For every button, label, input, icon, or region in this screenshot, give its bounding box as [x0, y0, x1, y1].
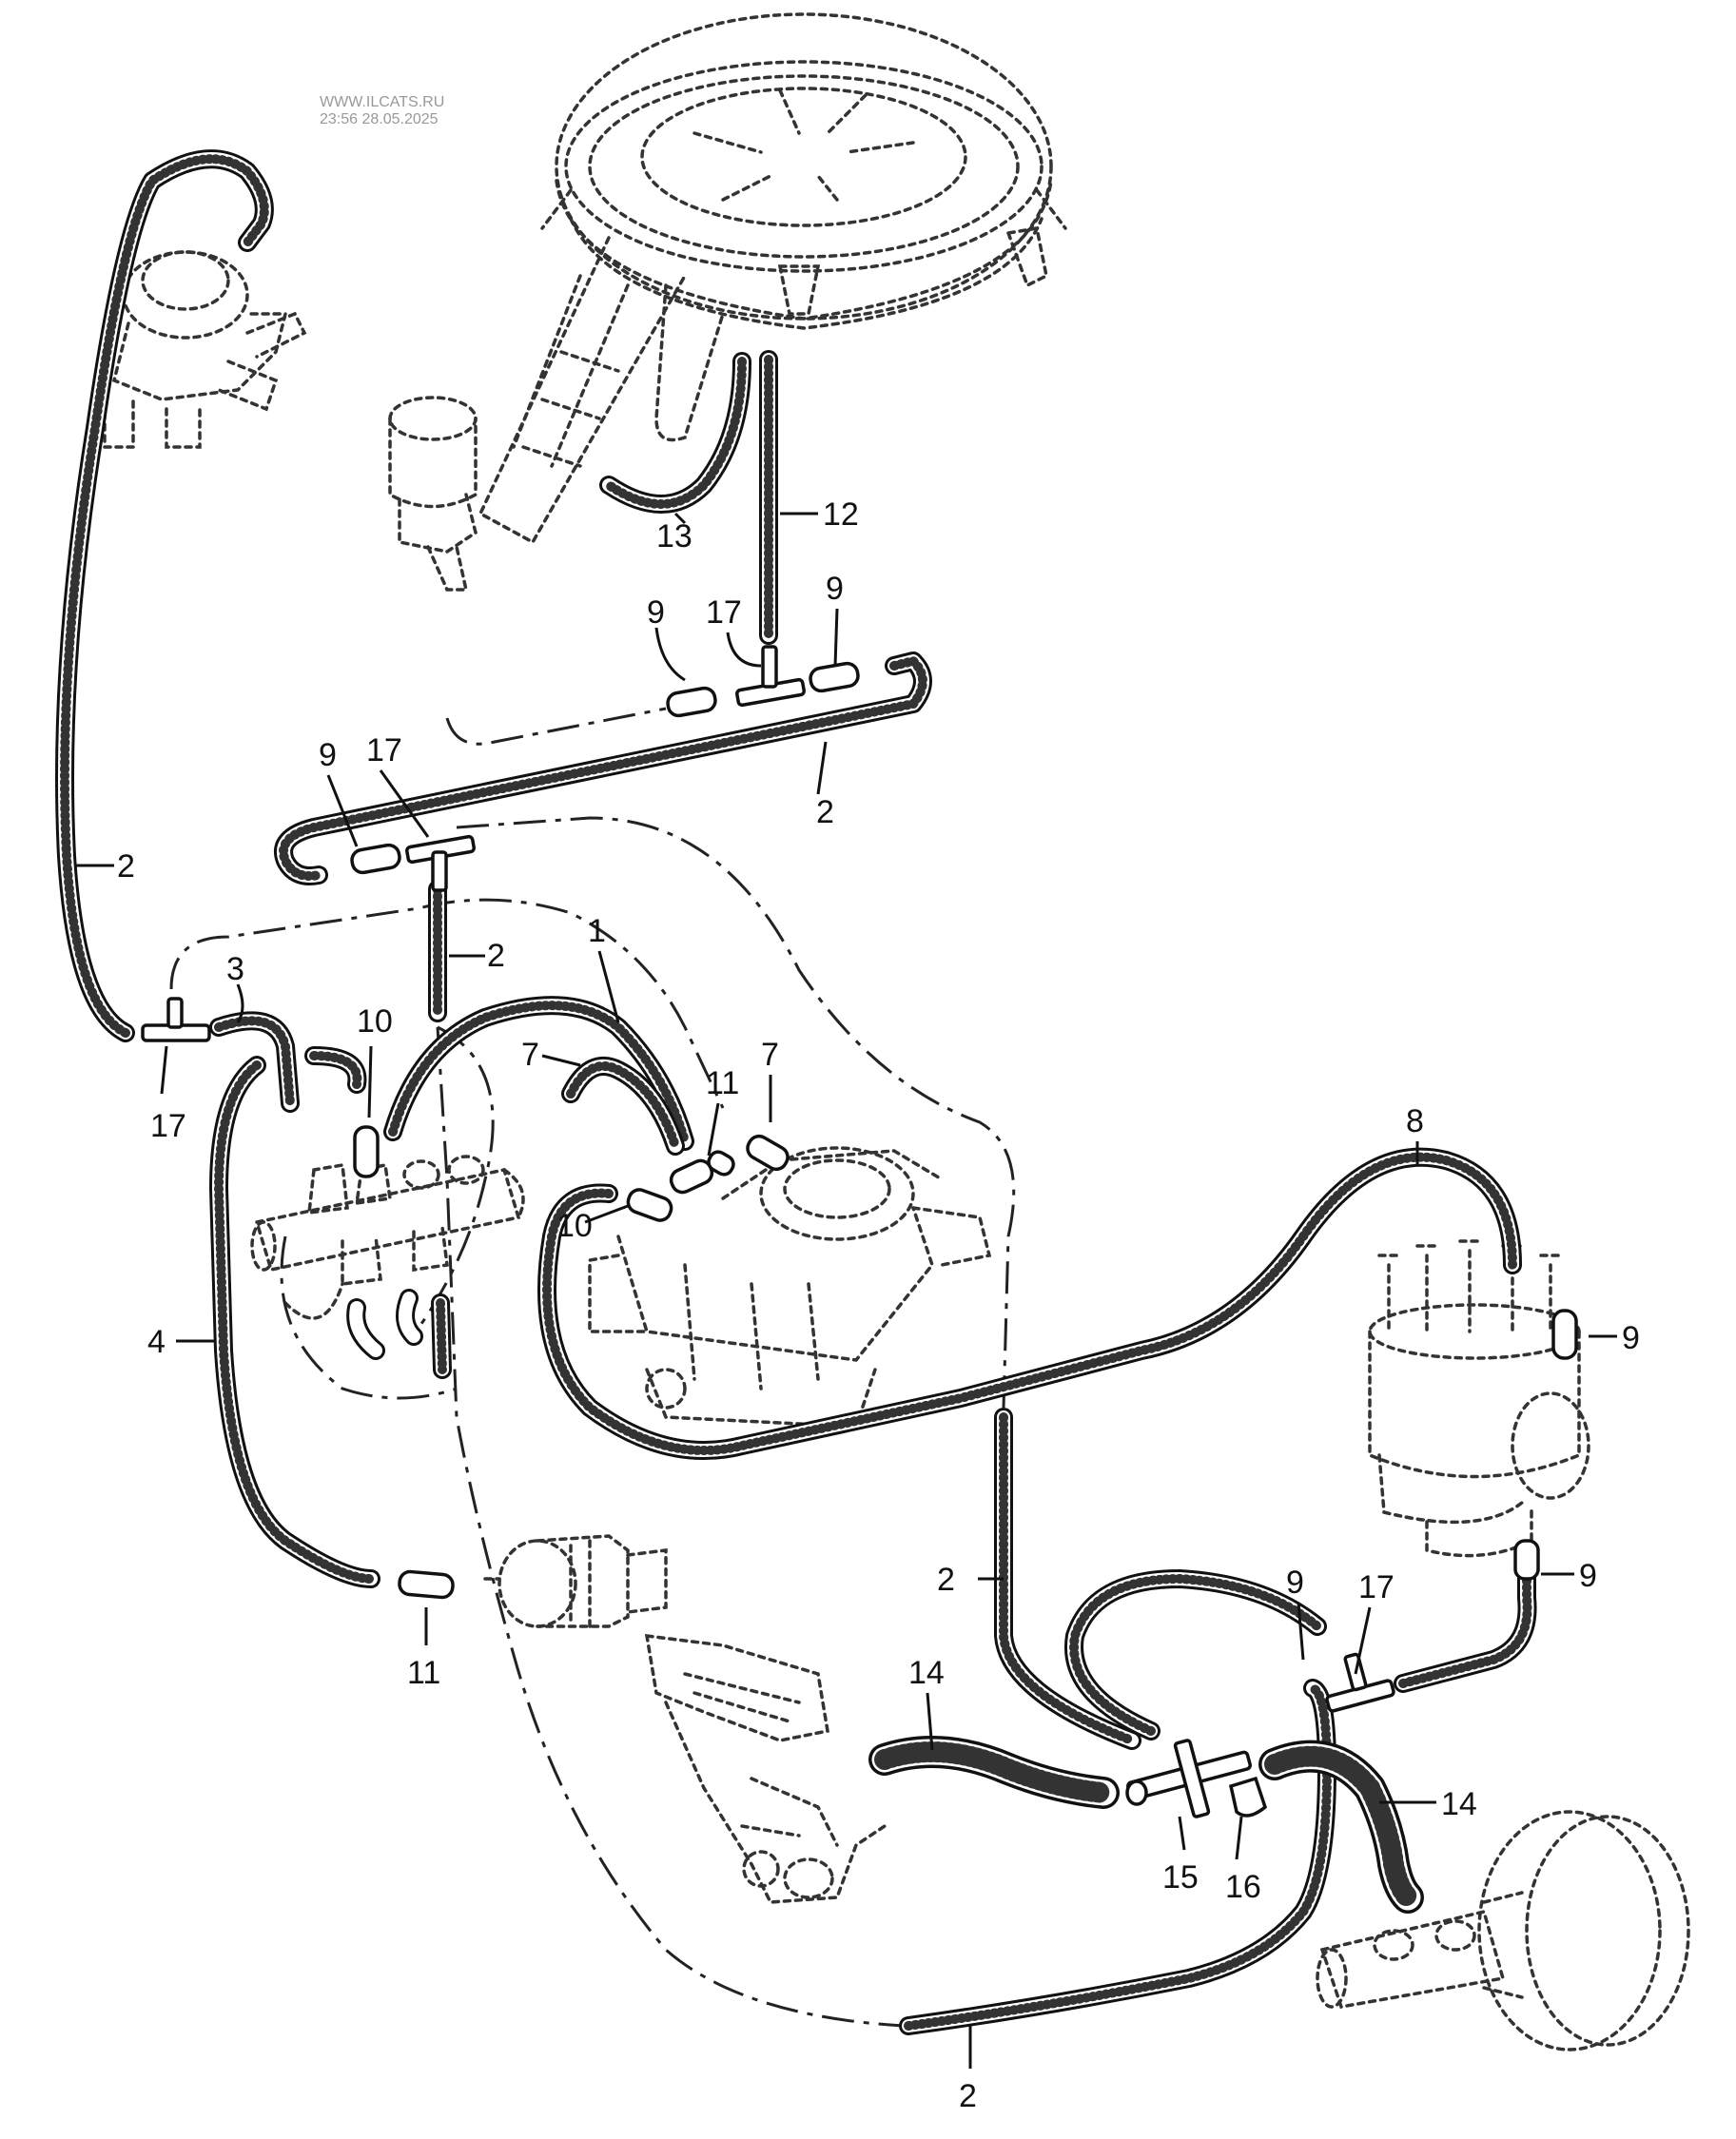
air-filter-housing: [478, 12, 1067, 545]
callouts: 2 17 3 4 10 2 1 7 11 7 10 11 13 12 9 17 …: [117, 496, 1640, 2114]
hose-piece-9-e: [1513, 1539, 1540, 1581]
callout-2-diagonal: 2: [816, 794, 834, 830]
callout-9-distributor-lower: 9: [1579, 1558, 1597, 1594]
hose-7-left: [561, 1057, 685, 1156]
callout-14-left: 14: [908, 1655, 945, 1691]
hose-manifold-stubs: [346, 1289, 452, 1379]
callout-9-distributor-upper: 9: [1622, 1320, 1640, 1356]
hoses-14: [868, 1736, 1424, 1914]
callout-2-bottom: 2: [959, 2078, 977, 2114]
callout-16: 16: [1225, 1869, 1261, 1905]
watermark: WWW.ILCATS.RU 23:56 28.05.2025: [320, 94, 444, 127]
callout-10-upper: 10: [357, 1003, 393, 1040]
watermark-site: WWW.ILCATS.RU: [320, 94, 444, 110]
hose-1: [383, 996, 694, 1151]
fittings: [141, 645, 1578, 1818]
callout-11-lower: 11: [407, 1655, 440, 1691]
hose-piece-7: [746, 1134, 790, 1172]
callout-9-top-right: 9: [826, 571, 844, 607]
hose-9-right: [1394, 1546, 1537, 1693]
hose-piece-11-b: [398, 1569, 455, 1600]
hose-9-loop: [1064, 1569, 1327, 1740]
hoses: [55, 149, 1537, 2035]
mounting-bracket: [644, 1633, 887, 1904]
hose-14-right: [1258, 1740, 1424, 1914]
callout-17-top: 17: [706, 594, 742, 631]
callout-2-vertical-right: 2: [937, 1562, 955, 1598]
cap-16: [1228, 1776, 1268, 1818]
hose-piece-9-c: [350, 843, 401, 875]
callout-17-mid: 17: [366, 732, 402, 768]
cross-fitting-15: [1125, 1739, 1252, 1818]
hose-2-vertical-right: [994, 1408, 1141, 1750]
hose-3: [209, 1011, 300, 1113]
callout-2-left: 2: [117, 848, 135, 885]
hose-manifold-link: [304, 1046, 367, 1094]
hose-piece-9-a: [666, 686, 717, 718]
callout-2-mid: 2: [487, 938, 505, 974]
intake-manifold-left: [250, 1155, 525, 1320]
callout-9-top-left: 9: [647, 594, 665, 631]
callout-8: 8: [1406, 1103, 1424, 1139]
hose-14-left: [868, 1736, 1120, 1809]
callout-7-left: 7: [521, 1037, 539, 1073]
hose-2-diagonal: [274, 651, 932, 885]
callout-15: 15: [1162, 1859, 1199, 1896]
vacuum-switch-sender: [483, 1534, 668, 1628]
t-piece-17-top: [735, 645, 806, 708]
distributor: [1368, 1239, 1590, 1558]
t-piece-17-left: [141, 997, 211, 1042]
routing-phantom-lines: [169, 707, 1016, 2028]
callout-13: 13: [656, 518, 692, 554]
callout-9-loop: 9: [1286, 1565, 1304, 1601]
callout-11-upper: 11: [706, 1065, 739, 1101]
callout-1: 1: [588, 913, 606, 949]
callout-4: 4: [147, 1324, 166, 1360]
brake-booster: [1316, 1810, 1690, 2051]
t-piece-17-mid: [405, 834, 476, 892]
hose-piece-7-b: [707, 1150, 735, 1176]
carburetor: [588, 1146, 992, 1429]
hose-4: [209, 1056, 380, 1588]
callout-10-lower: 10: [556, 1208, 593, 1244]
callout-14-right: 14: [1441, 1786, 1477, 1822]
leader-lines: [76, 512, 1617, 2069]
callout-17-left: 17: [150, 1108, 186, 1144]
hose-piece-9-d: [1551, 1309, 1578, 1360]
hose-piece-10-b: [626, 1188, 673, 1222]
hose-10-loop: [537, 1147, 1522, 1460]
hose-piece-10-a: [353, 1125, 380, 1178]
t-piece-17-right: [1325, 1652, 1395, 1713]
callout-3: 3: [226, 951, 244, 987]
vacuum-canister: [388, 396, 478, 592]
hose-2-left-long: [55, 149, 274, 1042]
callout-12: 12: [823, 496, 859, 533]
watermark-timestamp: 23:56 28.05.2025: [320, 111, 439, 127]
hose-13: [599, 352, 751, 514]
callout-9-mid: 9: [319, 737, 337, 773]
callout-17-right: 17: [1358, 1569, 1395, 1605]
callout-7-right: 7: [761, 1037, 779, 1073]
hose-piece-9-b: [809, 661, 860, 693]
thermo-valve-upper-left: [103, 250, 307, 449]
